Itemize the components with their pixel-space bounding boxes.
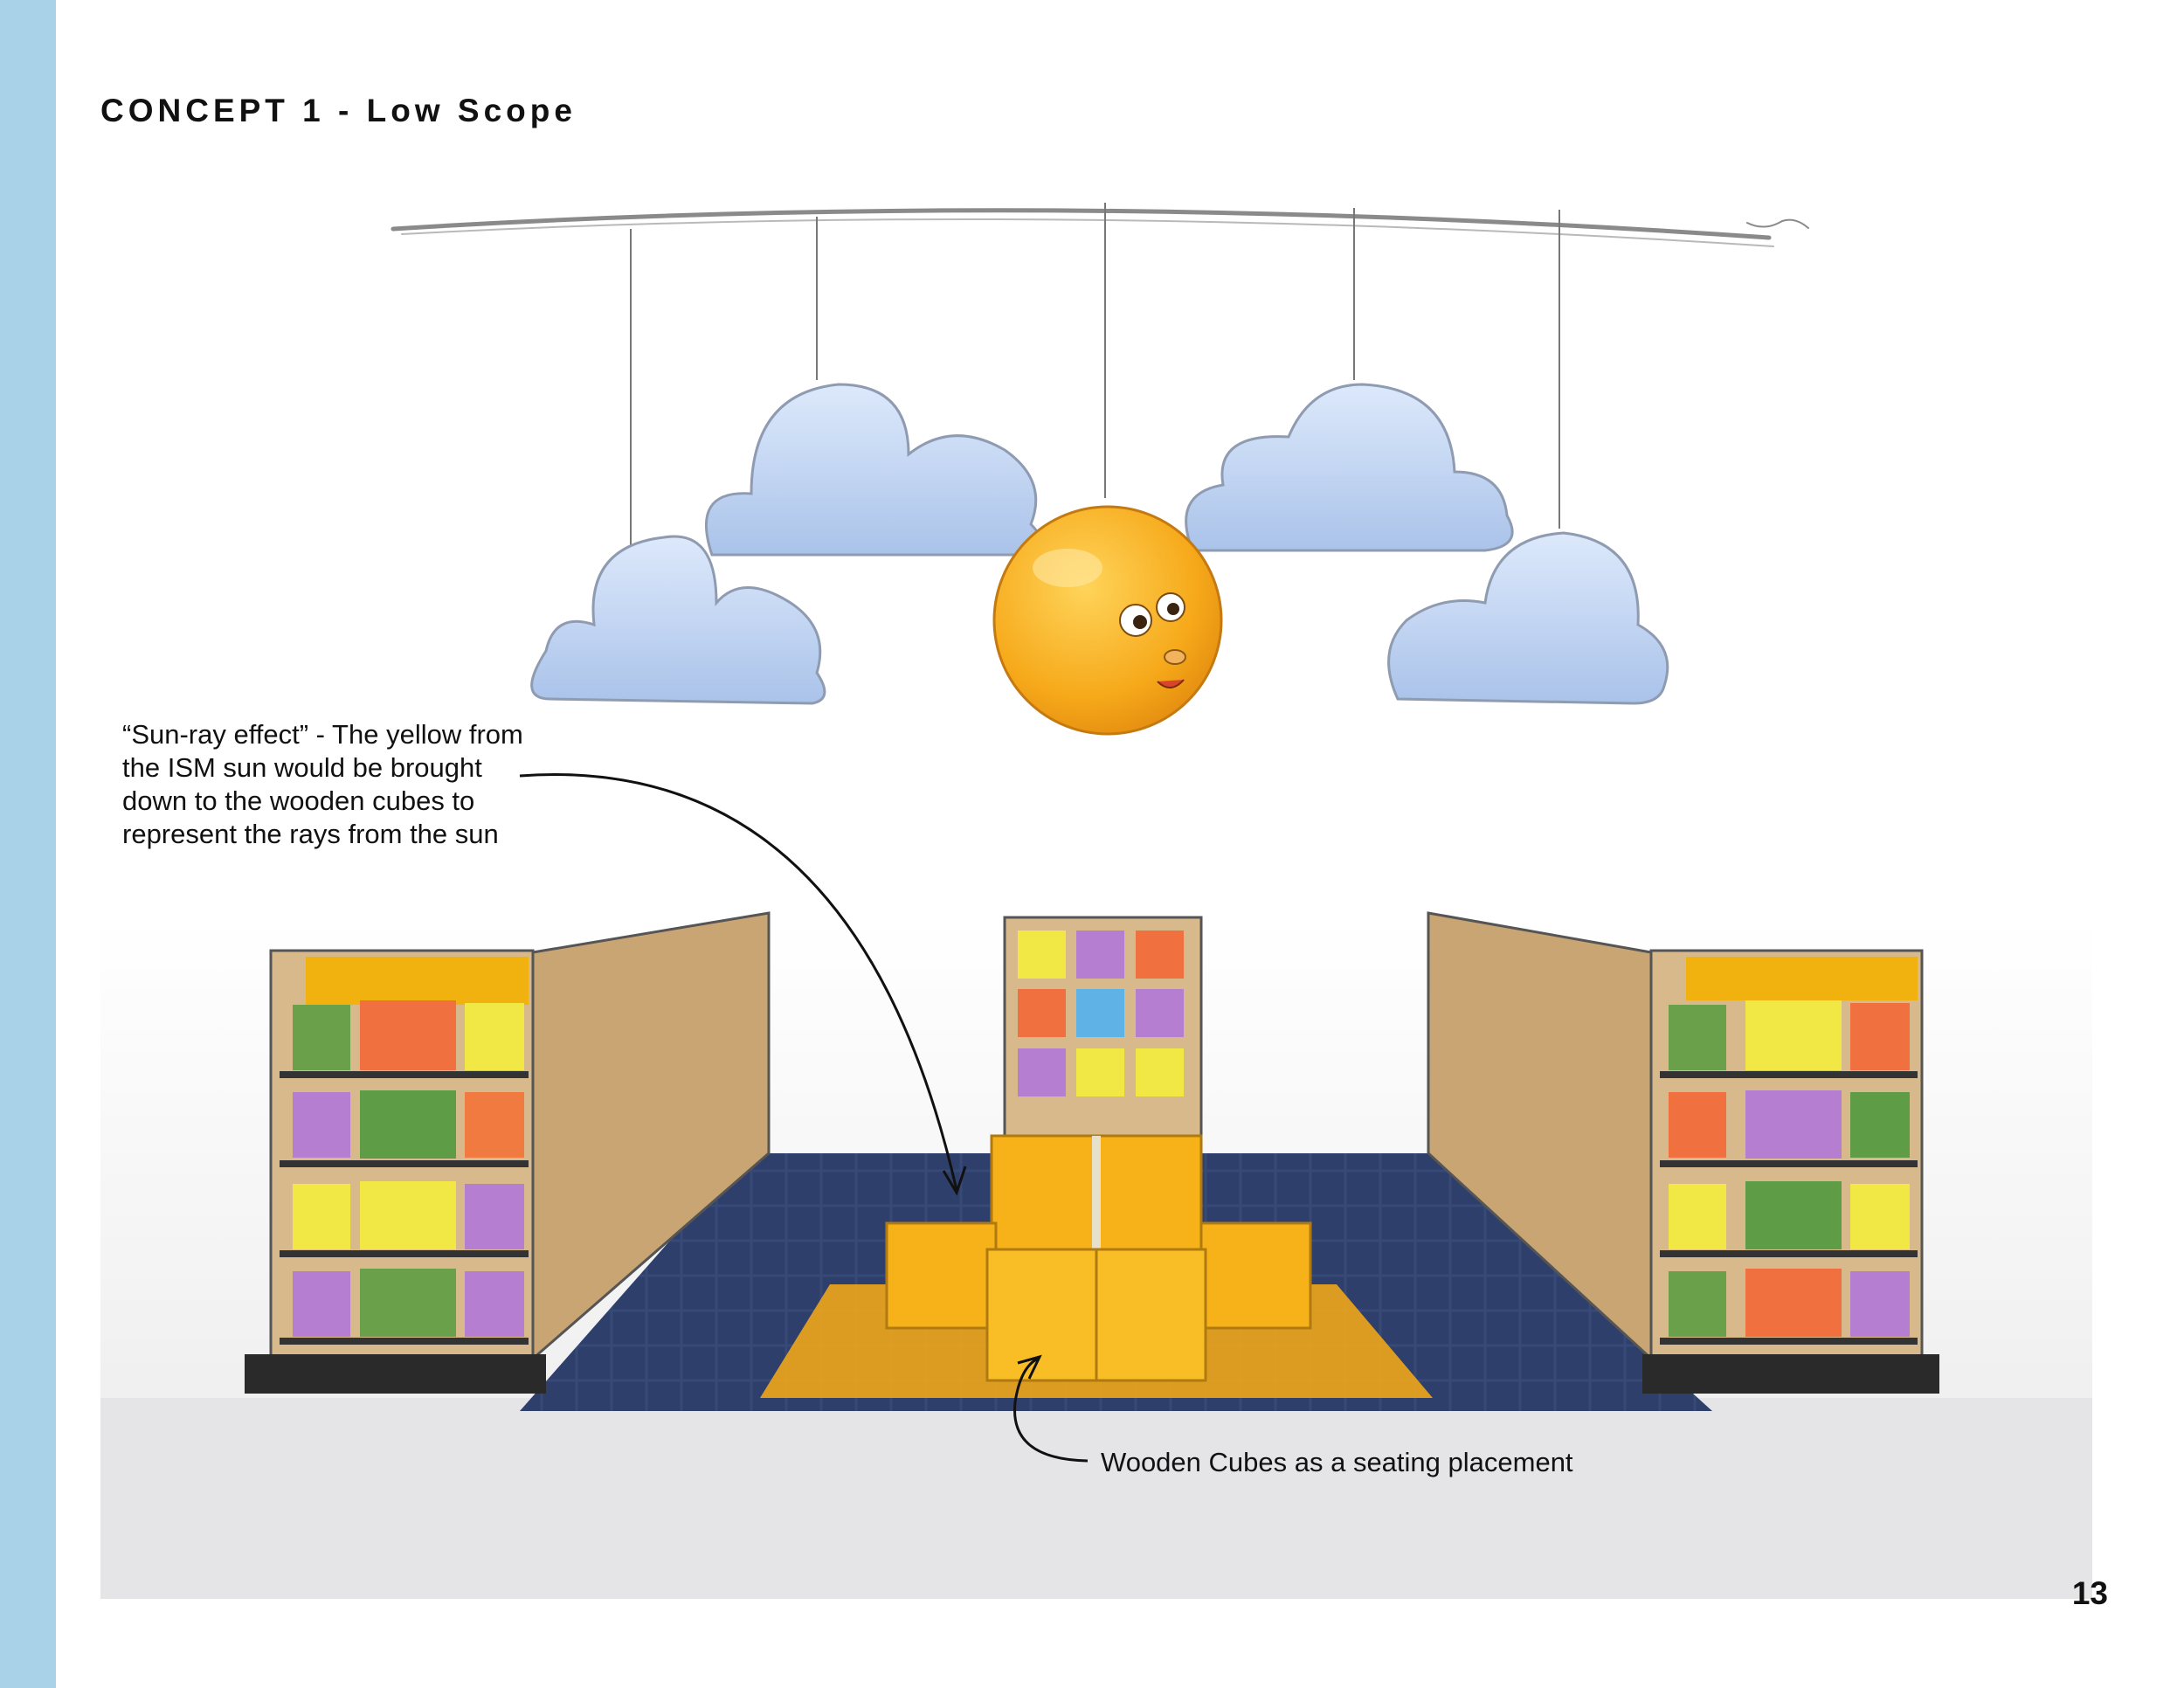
shelf-center: [1003, 916, 1203, 1146]
shelf-left: [245, 911, 771, 1394]
cubes-annotation: Wooden Cubes as a seating placement: [1101, 1447, 1573, 1477]
side-accent-bar: [0, 0, 56, 1688]
page-number: 13: [2071, 1575, 2108, 1611]
cloud-right-high: [1185, 383, 1514, 552]
arrow-cubes: [1013, 1354, 1089, 1463]
cloud-right-low: [1387, 531, 1669, 705]
shelf-right: [1427, 911, 1939, 1394]
cloud-left-high: [704, 383, 1042, 557]
page-title: CONCEPT 1 - Low Scope: [100, 93, 577, 128]
hanging-rail: [390, 208, 1809, 247]
sun-character: [992, 505, 1223, 736]
sun-ray-annotation: “Sun-ray effect” - The yellow from the I…: [122, 719, 523, 849]
arrow-sun-ray: [519, 773, 967, 1196]
cloud-left-low: [530, 535, 826, 705]
wooden-cubes-seating: [760, 1134, 1433, 1398]
hanging-strings: [630, 203, 1560, 550]
